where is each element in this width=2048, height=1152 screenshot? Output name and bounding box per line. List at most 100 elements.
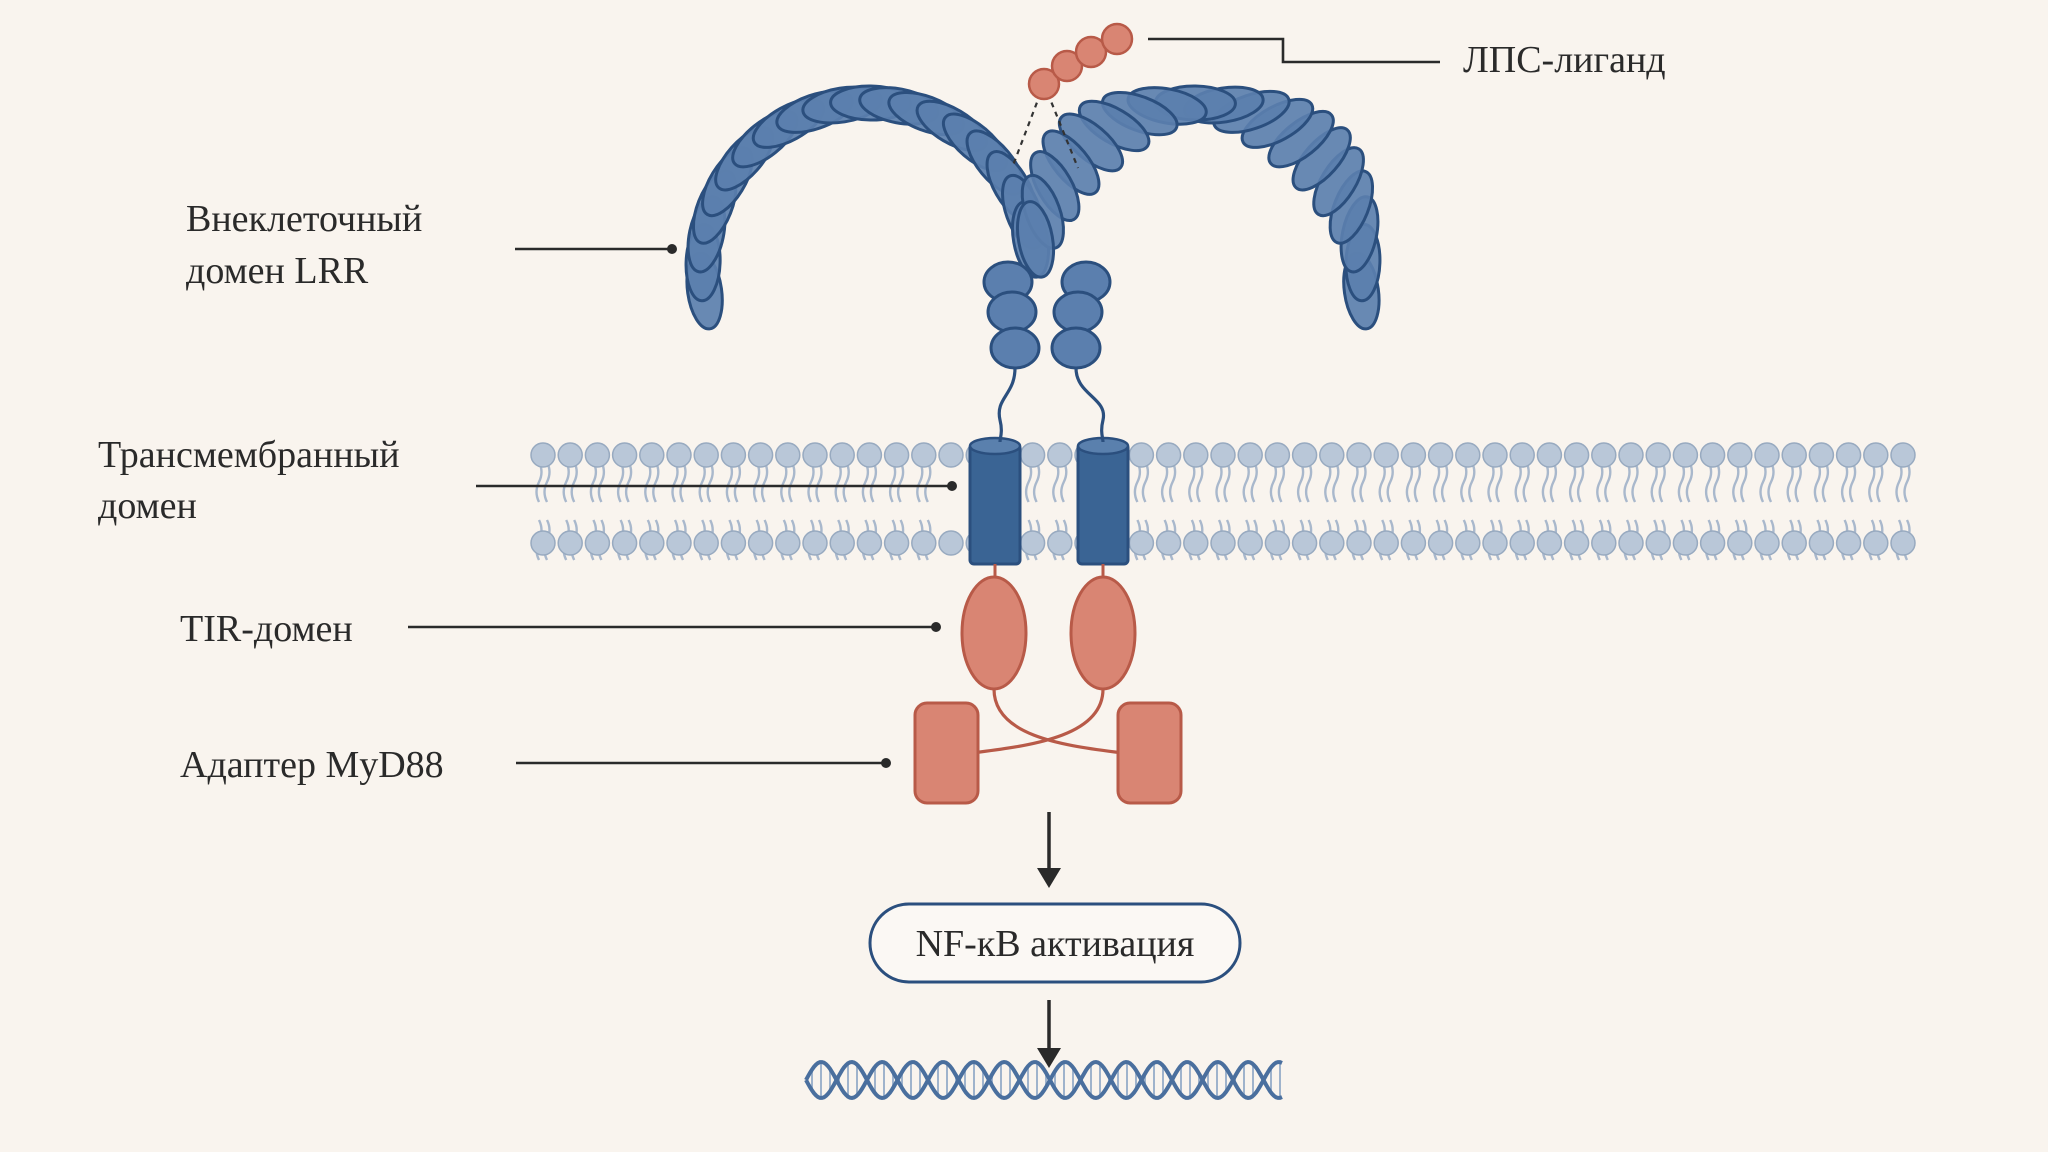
lipid-head xyxy=(693,530,719,556)
leader-lps xyxy=(1148,37,1440,64)
lipid-head xyxy=(1509,442,1535,468)
lipid-tail xyxy=(924,461,932,503)
lipid-head xyxy=(1835,530,1862,556)
lipid-tail xyxy=(652,461,660,503)
lipid-head xyxy=(938,530,964,556)
lipid-head xyxy=(530,530,556,556)
lipid-head xyxy=(1754,530,1780,556)
lipid-tail xyxy=(842,461,850,503)
lipid-tail xyxy=(1712,461,1721,503)
linker-left-upper xyxy=(997,367,1017,443)
lipid-head xyxy=(1346,530,1372,556)
lipid-head xyxy=(1509,530,1535,556)
tir-domain-left xyxy=(960,575,1028,691)
lipid-tail xyxy=(1767,461,1775,503)
lrr-stem-globule xyxy=(989,326,1041,370)
lrr-stem-globule xyxy=(1052,290,1104,334)
lipid-tail xyxy=(1576,461,1585,503)
lipid-tail xyxy=(1160,461,1169,503)
lipid-head xyxy=(775,530,801,556)
lipid-tail xyxy=(1623,461,1631,503)
label-lrr-domain-line1: Внеклеточный xyxy=(186,198,422,240)
lipid-tail xyxy=(725,461,734,503)
lipid-head xyxy=(775,442,801,468)
lipid-tail xyxy=(1903,461,1911,503)
lipid-tail xyxy=(1786,461,1794,503)
nfkb-activation-box: NF-кВ активация xyxy=(868,902,1242,984)
lipid-head xyxy=(1019,530,1046,556)
lipid-tail xyxy=(624,461,633,503)
lipid-tail xyxy=(1650,461,1658,503)
tm-helix-left-top xyxy=(968,436,1022,456)
lipid-tail xyxy=(1821,461,1830,503)
lipid-head xyxy=(1591,442,1617,468)
label-myd88-adaptor: Адаптер MyD88 xyxy=(180,744,444,786)
lipid-head xyxy=(1264,530,1291,556)
receptor-linkers xyxy=(997,367,1106,443)
lipid-head xyxy=(1455,442,1481,468)
lipid-head xyxy=(1863,530,1889,556)
lipid-head xyxy=(693,442,719,468)
lipid-head xyxy=(1536,530,1563,556)
lipid-head xyxy=(1890,442,1916,468)
lipid-head xyxy=(1781,442,1807,468)
lipid-head xyxy=(1699,530,1726,556)
lipid-tail xyxy=(671,461,679,503)
lipid-head xyxy=(1808,530,1835,556)
tir-domain-right xyxy=(1069,575,1137,691)
lipid-head xyxy=(1183,530,1209,556)
lipid-tail xyxy=(535,461,543,503)
lipid-tail xyxy=(1351,461,1359,503)
lipid-tail xyxy=(644,461,652,503)
tlr4-receptor-right xyxy=(1015,84,1382,370)
lrr-horseshoe-left xyxy=(684,84,1051,370)
lipid-head xyxy=(666,530,692,556)
lipid-tail xyxy=(1168,461,1177,503)
lipid-tail xyxy=(1223,461,1231,503)
lipid-head xyxy=(720,530,747,556)
lipid-tail xyxy=(597,461,606,503)
label-lrr-domain-line2: домен LRR xyxy=(186,250,369,292)
lipid-tail xyxy=(1324,461,1332,503)
lipid-tail xyxy=(1732,461,1740,503)
lipid-tail xyxy=(815,461,823,503)
lipid-head xyxy=(1237,530,1263,556)
myd88-adaptors xyxy=(913,688,1183,805)
lipid-tail xyxy=(1759,461,1767,503)
myd88-adaptor-left xyxy=(913,701,980,805)
label-tm-domain-line2: домен xyxy=(98,485,197,527)
lipid-head xyxy=(1400,530,1427,556)
lipid-tail xyxy=(916,461,924,503)
lipid-head xyxy=(829,530,855,556)
tm-helix-left xyxy=(968,442,1022,566)
lipid-head xyxy=(883,530,910,556)
lipid-tail xyxy=(1440,461,1449,503)
lipid-head xyxy=(1645,530,1671,556)
lipid-tail xyxy=(679,461,687,503)
lipid-head xyxy=(1645,442,1671,468)
lipid-tail xyxy=(562,461,570,503)
lipid-tail xyxy=(1250,461,1258,503)
lipid-tail xyxy=(1269,461,1278,503)
lipid-head xyxy=(1563,530,1590,556)
lipid-head xyxy=(530,442,556,468)
lipid-head xyxy=(1019,442,1046,468)
ligand-sugar-bead xyxy=(1074,35,1108,69)
nfkb-activation-label: NF-кВ активация xyxy=(916,923,1195,965)
lipid-head xyxy=(856,530,883,556)
leader-tm-dot xyxy=(947,481,957,491)
lipid-tail xyxy=(1568,461,1577,503)
lipid-tail xyxy=(1685,461,1694,503)
lipid-head xyxy=(1047,442,1073,468)
lipid-tail xyxy=(1215,461,1223,503)
lipid-tail xyxy=(1487,461,1495,503)
lipid-tail xyxy=(1277,461,1286,503)
lipid-head xyxy=(557,442,583,468)
lipid-tail xyxy=(1868,461,1876,503)
lipid-tail xyxy=(1704,461,1713,503)
label-tm-domain-line1: Трансмембранный xyxy=(98,434,400,476)
lipid-tail xyxy=(1032,461,1041,503)
lipid-bilayer-membrane xyxy=(530,442,1916,561)
lipid-head xyxy=(1618,530,1644,556)
lipid-head xyxy=(1346,442,1372,468)
